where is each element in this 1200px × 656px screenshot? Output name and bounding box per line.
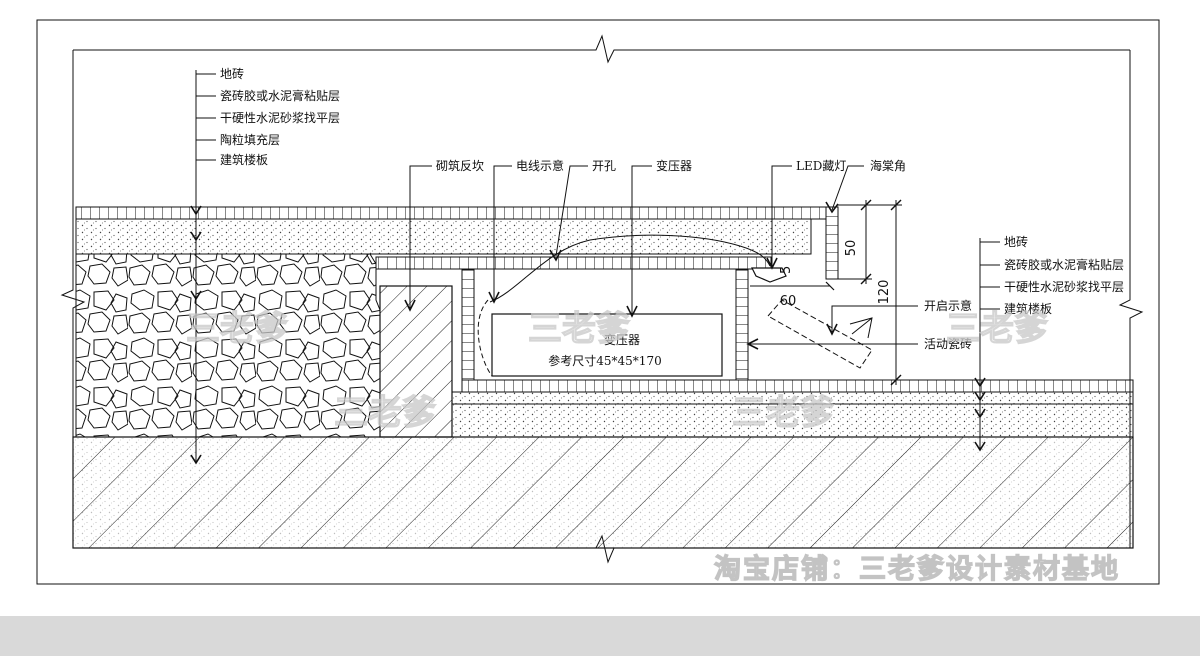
dimension-60: 60 xyxy=(780,294,797,309)
callout-open: 开启示意 xyxy=(924,298,972,313)
right-callout-screed: 干硬性水泥砂浆找平层 xyxy=(1004,279,1124,294)
callout-hole: 开孔 xyxy=(592,159,616,173)
floor-section-drawing: 变压器 参考尺寸45*45*170 地砖 瓷砖胶或水泥膏粘贴层 干硬性水泥砂浆找… xyxy=(36,19,1160,586)
left-screed-layer xyxy=(75,218,812,255)
right-break-line xyxy=(1118,50,1144,548)
movable-tile-dashed xyxy=(767,299,873,369)
wire-dashed-loop xyxy=(477,299,493,377)
dimension-120: 120 xyxy=(877,280,892,305)
transformer-box xyxy=(491,313,723,377)
left-callout-screed: 干硬性水泥砂浆找平层 xyxy=(220,110,340,125)
left-callout-ceramsite: 陶粒填充层 xyxy=(220,132,280,147)
cavity-cover-tile xyxy=(375,256,772,270)
wire-path xyxy=(489,234,771,303)
structural-slab-dots xyxy=(73,437,1133,548)
left-callout-tile: 地砖 xyxy=(220,66,244,81)
watermark-shop: 淘宝店铺：三老爹设计素材基地 xyxy=(714,553,1120,585)
callout-transformer: 变压器 xyxy=(656,158,692,173)
cavity-wall-right xyxy=(735,269,749,381)
top-break-line xyxy=(73,34,1130,64)
watermark-brand-4: 三老爹 xyxy=(732,393,834,433)
dimension-50: 50 xyxy=(844,240,859,257)
right-callout-slab: 建筑楼板 xyxy=(1004,301,1052,316)
left-callout-adhesive: 瓷砖胶或水泥膏粘贴层 xyxy=(220,88,340,103)
left-floor-tile xyxy=(75,206,827,220)
callout-wire: 电线示意 xyxy=(516,158,564,173)
masonry-curb xyxy=(379,285,453,438)
led-light xyxy=(751,267,787,283)
callout-panel: 活动瓷砖 xyxy=(924,336,972,351)
callout-corner: 海棠角 xyxy=(870,158,906,173)
edge-corner-tile xyxy=(825,206,839,280)
cavity-wall-left xyxy=(461,269,475,381)
watermark-brand-3: 三老爹 xyxy=(528,309,630,349)
dimension-5: 5 xyxy=(779,266,794,274)
left-break-line xyxy=(60,50,86,548)
right-callout-tile: 地砖 xyxy=(1004,234,1028,249)
open-arrow-icon xyxy=(849,317,873,339)
watermark-brand-5: 三老爹 xyxy=(946,309,1048,349)
transformer-size: 参考尺寸45*45*170 xyxy=(548,353,661,368)
left-callout-slab: 建筑楼板 xyxy=(220,152,268,167)
transformer-name: 变压器 xyxy=(604,332,640,347)
drawing-sheet: 变压器 参考尺寸45*45*170 地砖 瓷砖胶或水泥膏粘贴层 干硬性水泥砂浆找… xyxy=(0,0,1200,616)
watermark-brand-2: 三老爹 xyxy=(334,393,436,433)
ceramsite-fill xyxy=(75,253,381,438)
right-callout-adhesive: 瓷砖胶或水泥膏粘贴层 xyxy=(1004,257,1124,272)
watermark-brand-1: 三老爹 xyxy=(186,309,288,349)
callout-led: LED藏灯 xyxy=(796,159,846,173)
right-floor-tile xyxy=(461,379,1134,393)
callout-masonry-curb: 砌筑反坎 xyxy=(436,158,484,173)
right-screed-layer xyxy=(451,391,1134,438)
